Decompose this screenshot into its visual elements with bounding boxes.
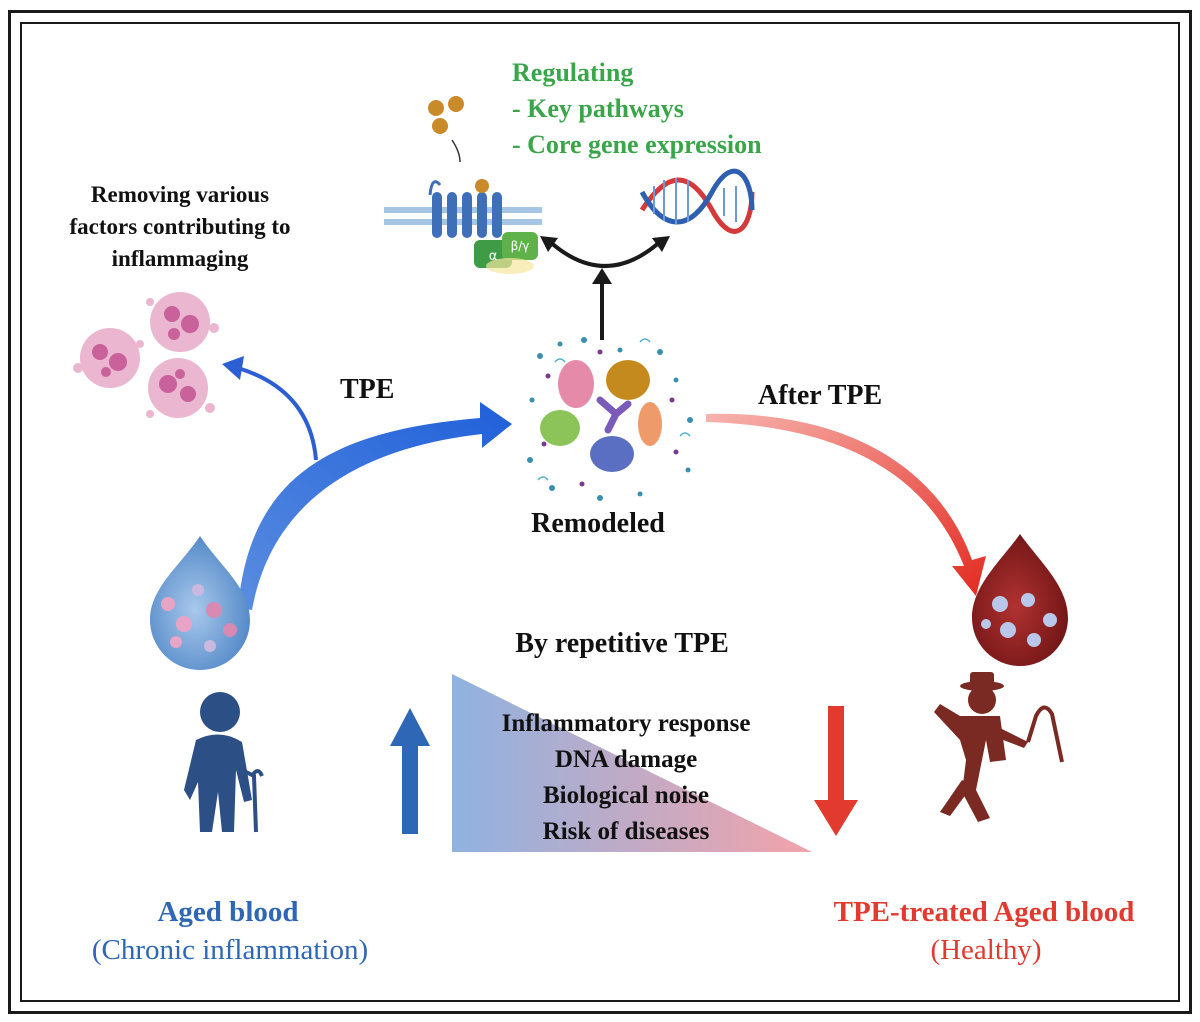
treated-blood-drop-icon	[972, 534, 1068, 666]
regulation-curved-arrow	[546, 238, 664, 268]
dna-helix-icon	[639, 168, 755, 234]
treated-blood-subtitle: (Healthy)	[930, 934, 1042, 966]
tpe-arrow	[238, 402, 512, 610]
gpcr-receptor-icon: α β/γ	[384, 96, 542, 274]
effect-risk-of-diseases: Risk of diseases	[542, 818, 710, 845]
regulating-title: Regulating	[512, 58, 634, 87]
effect-dna-damage: DNA damage	[554, 746, 698, 773]
outer-frame	[8, 10, 1192, 1014]
removing-text-line3: inflammaging	[111, 246, 249, 271]
removal-arrow	[237, 366, 318, 461]
remodeled-label: Remodeled	[531, 508, 665, 539]
dancing-elder-icon	[934, 672, 1064, 822]
inflammatory-cell-icon	[73, 292, 219, 418]
g-betagamma-label: β/γ	[511, 239, 530, 253]
inner-frame	[20, 22, 1180, 1002]
effect-inflammatory-response: Inflammatory response	[501, 710, 751, 737]
aged-blood-subtitle: (Chronic inflammation)	[91, 934, 369, 966]
treated-blood-label: TPE-treated Aged blood	[833, 896, 1135, 928]
removing-text-line2: factors contributing to	[69, 214, 291, 239]
by-repetitive-tpe-label: By repetitive TPE	[515, 628, 729, 659]
after-tpe-label: After TPE	[758, 380, 883, 411]
elderly-person-icon	[184, 692, 264, 833]
tpe-label: TPE	[340, 374, 395, 405]
regulating-item-pathways: - Key pathways	[512, 94, 684, 123]
after-tpe-arrow	[706, 413, 986, 596]
decrease-arrow	[814, 706, 858, 836]
increase-arrow	[390, 708, 430, 834]
aged-blood-label: Aged blood	[157, 896, 299, 928]
effect-biological-noise: Biological noise	[543, 782, 709, 809]
effects-triangle	[452, 674, 812, 852]
g-alpha-label: α	[489, 249, 498, 264]
blood-drop-icon	[150, 536, 250, 670]
plasma-protein-cluster-icon	[527, 337, 693, 501]
removing-text-line1: Removing various	[90, 182, 270, 207]
regulating-item-genes: - Core gene expression	[512, 130, 762, 159]
